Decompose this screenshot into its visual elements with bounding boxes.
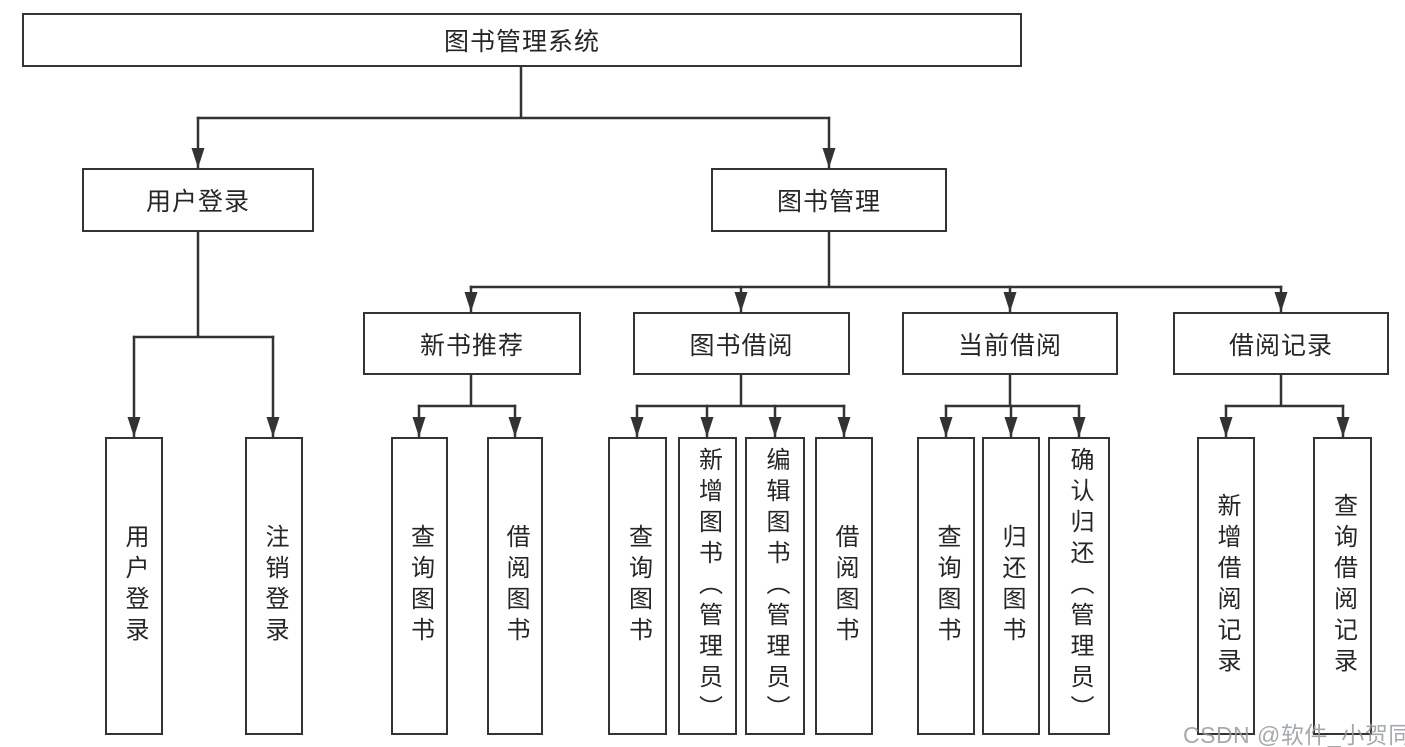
leaf-borrow-books: 借阅图书 (815, 437, 873, 735)
leaf-logout: 注销登录 (245, 437, 303, 735)
leaf-confirm-return-admin: 确认归还（管理员） (1048, 437, 1110, 735)
leaf-query-borrow-record: 查询借阅记录 (1313, 437, 1372, 735)
csdn-watermark: CSDN @软件_小贺同学 (1183, 722, 1405, 747)
connector-line (417, 373, 517, 408)
connector-line (196, 65, 831, 120)
node-library-management-system: 图书管理系统 (22, 13, 1022, 67)
leaf-user-login: 用户登录 (105, 437, 163, 735)
leaf-return-books: 归还图书 (982, 437, 1040, 735)
connector-line (469, 230, 1283, 289)
node-book-borrowing: 图书借阅 (633, 312, 850, 375)
connector-line (1224, 373, 1345, 408)
connector-new-book-children (412, 373, 522, 438)
leaf-query-books-current: 查询图书 (917, 437, 975, 735)
leaf-query-books-recommend: 查询图书 (391, 437, 448, 735)
connector-line (635, 373, 846, 408)
leaf-edit-books-admin: 编辑图书（管理员） (745, 437, 805, 735)
node-user-login: 用户登录 (82, 168, 314, 232)
leaf-add-borrow-record: 新增借阅记录 (1197, 437, 1255, 735)
node-current-borrowing: 当前借阅 (902, 312, 1118, 375)
connector-book-management-children (464, 230, 1288, 313)
node-borrowing-records: 借阅记录 (1173, 312, 1389, 375)
connector-borrow-records-children (1219, 373, 1350, 438)
connector-line (132, 230, 275, 339)
node-new-book-recommendation: 新书推荐 (363, 312, 581, 375)
leaf-query-books-borrow: 查询图书 (608, 437, 667, 735)
connector-line (944, 373, 1081, 408)
connector-root-to-level2 (191, 65, 836, 169)
leaf-borrow-books-recommend: 借阅图书 (487, 437, 543, 735)
connector-user-login-children (127, 230, 280, 438)
leaf-add-books-admin: 新增图书（管理员） (678, 437, 737, 735)
connector-current-borrow-children (939, 373, 1086, 438)
node-book-management: 图书管理 (711, 168, 947, 232)
connector-book-borrow-children (630, 373, 851, 438)
